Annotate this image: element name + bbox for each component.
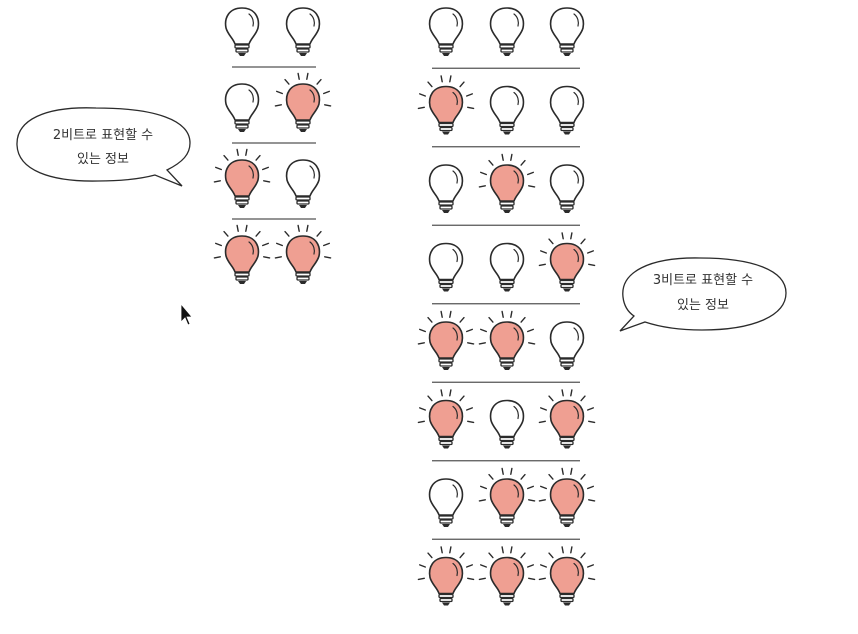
light-rays-icon	[213, 224, 271, 259]
three-bit-callout: 3비트로 표현할 수 있는 정보	[619, 257, 787, 332]
bulb-on-glass	[549, 242, 585, 281]
lightbulb-on-icon	[274, 72, 332, 132]
lightbulb-on-icon	[478, 153, 536, 213]
light-rays-icon	[417, 310, 475, 345]
lightbulb-on-icon	[538, 389, 596, 449]
light-rays-icon	[478, 310, 536, 345]
lightbulb-off-icon	[428, 164, 464, 213]
bulb-on-glass	[549, 556, 585, 595]
lightbulb-on-icon	[538, 467, 596, 527]
lightbulb-on-icon	[417, 546, 475, 606]
light-rays-icon	[538, 467, 596, 502]
light-rays-icon	[417, 75, 475, 110]
arrow-cursor-icon	[180, 302, 193, 326]
light-rays-icon	[417, 389, 475, 424]
lightbulb-on-icon	[538, 546, 596, 606]
lightbulb-off-icon	[428, 478, 464, 527]
bulb-on-glass	[428, 399, 464, 438]
lightbulb-off-icon	[489, 242, 525, 292]
bulb-on-glass	[489, 164, 525, 202]
bulb-off-glass	[285, 7, 321, 45]
three-bit-callout-line2: 있는 정보	[677, 298, 729, 313]
bulb-off-glass	[285, 159, 321, 197]
lightbulb-on-icon	[478, 546, 536, 606]
lightbulb-on-icon	[417, 389, 475, 449]
lightbulb-off-icon	[224, 83, 260, 132]
two-bit-bulb-grid	[213, 7, 332, 284]
lightbulb-on-icon	[417, 310, 475, 370]
lightbulb-on-icon	[213, 148, 271, 208]
bulb-off-glass	[428, 242, 464, 281]
lightbulb-off-icon	[549, 85, 585, 135]
bulb-on-glass	[489, 556, 525, 595]
bulb-off-glass	[549, 85, 585, 124]
bulb-on-glass	[549, 399, 585, 438]
light-rays-icon	[478, 546, 536, 581]
lightbulb-on-icon	[213, 224, 271, 284]
bulb-on-glass	[549, 478, 585, 516]
bulb-on-glass	[428, 85, 464, 124]
light-rays-icon	[538, 232, 596, 267]
light-rays-icon	[538, 389, 596, 424]
two-bit-callout: 2비트로 표현할 수 있는 정보	[16, 107, 191, 187]
bulb-off-glass	[489, 7, 525, 45]
lightbulb-on-icon	[417, 75, 475, 135]
light-rays-icon	[478, 153, 536, 188]
three-bit-callout-bubble	[619, 257, 787, 332]
light-rays-icon	[417, 546, 475, 581]
bulb-on-glass	[224, 235, 260, 273]
light-rays-icon	[274, 72, 332, 107]
bulb-off-glass	[549, 7, 585, 45]
bulb-on-glass	[489, 321, 525, 359]
two-bit-callout-line2: 있는 정보	[77, 152, 129, 167]
lightbulb-off-icon	[428, 7, 464, 56]
lightbulb-off-icon	[285, 7, 321, 56]
lightbulb-off-icon	[428, 242, 464, 292]
bulb-on-glass	[285, 235, 321, 273]
bulb-off-glass	[428, 7, 464, 45]
light-rays-icon	[538, 546, 596, 581]
lightbulb-on-icon	[478, 467, 536, 527]
light-rays-icon	[478, 467, 536, 502]
bulb-off-glass	[428, 164, 464, 202]
bulb-off-glass	[428, 478, 464, 516]
two-bit-callout-line1: 2비트로 표현할 수	[53, 128, 153, 143]
bulb-off-glass	[224, 83, 260, 121]
bulb-off-glass	[549, 164, 585, 202]
lightbulb-off-icon	[549, 7, 585, 56]
bulb-on-glass	[489, 478, 525, 516]
lightbulb-on-icon	[274, 224, 332, 284]
lightbulb-off-icon	[549, 164, 585, 213]
light-rays-icon	[274, 224, 332, 259]
bulb-off-glass	[549, 321, 585, 359]
lightbulb-off-icon	[489, 399, 525, 449]
lightbulb-off-icon	[489, 7, 525, 56]
light-rays-icon	[213, 148, 271, 183]
lightbulb-off-icon	[224, 7, 260, 56]
bulb-on-glass	[428, 321, 464, 359]
lightbulb-on-icon	[478, 310, 536, 370]
bulb-off-glass	[489, 399, 525, 438]
three-bit-callout-line1: 3비트로 표현할 수	[653, 273, 753, 288]
bulb-on-glass	[285, 83, 321, 121]
lightbulb-off-icon	[285, 159, 321, 208]
bulb-on-glass	[428, 556, 464, 595]
bulb-off-glass	[224, 7, 260, 45]
lightbulb-off-icon	[549, 321, 585, 370]
three-bit-bulb-grid	[417, 7, 596, 606]
lightbulb-off-icon	[489, 85, 525, 135]
bulb-off-glass	[489, 85, 525, 124]
bulb-off-glass	[489, 242, 525, 281]
two-bit-callout-bubble	[16, 107, 191, 187]
bulb-on-glass	[224, 159, 260, 197]
lightbulb-on-icon	[538, 232, 596, 292]
